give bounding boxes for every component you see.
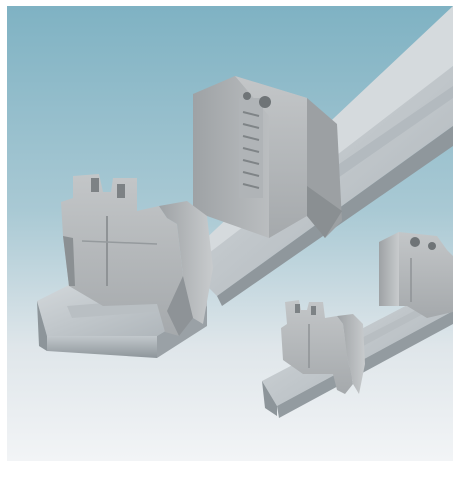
end-clamp-front-left — [61, 174, 213, 336]
end-clamp-right-far — [379, 232, 453, 318]
product-illustration — [7, 6, 453, 461]
product-photo — [7, 6, 453, 461]
end-clamp-back — [193, 76, 342, 238]
end-clamp-right-small — [281, 300, 365, 394]
